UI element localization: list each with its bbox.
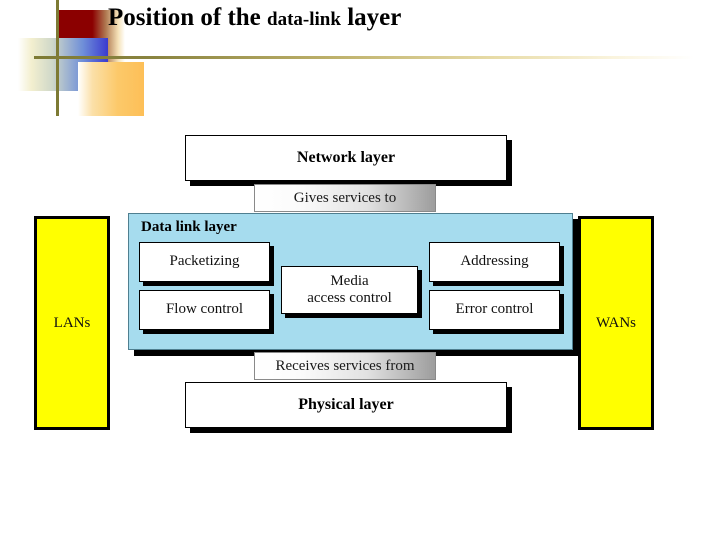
network-layer-box: Network layer [185, 135, 507, 181]
physical-layer-label: Physical layer [298, 396, 394, 413]
network-layer-label: Network layer [296, 149, 396, 166]
receives-services-from-box: Receives services from [254, 352, 436, 380]
gives-services-to-box: Gives services to [254, 184, 436, 212]
lans-label: LANs [53, 314, 91, 331]
function-label-media-access-control-line1: Media [330, 272, 369, 289]
function-box-addressing: Addressing [429, 242, 560, 282]
lans-box: LANs [34, 216, 110, 430]
function-box-packetizing: Packetizing [139, 242, 270, 282]
function-label-packetizing: Packetizing [169, 253, 240, 270]
function-label-media-access-control-line2: access control [307, 290, 392, 306]
function-box-error-control: Error control [429, 290, 560, 330]
page-title-tail: layer [340, 4, 402, 31]
gives-services-to-label: Gives services to [293, 189, 397, 206]
data-link-layer-label: Data link layer [141, 219, 237, 235]
function-box-media-access-control: Media access control [281, 266, 418, 314]
receives-services-from-label: Receives services from [275, 357, 415, 374]
horizontal-rule [34, 56, 694, 59]
wans-box: WANs [578, 216, 654, 430]
page-title: Position of the data-link layer [108, 4, 401, 32]
header-decoration [0, 0, 215, 116]
function-label-error-control: Error control [455, 301, 534, 318]
function-box-flow-control: Flow control [139, 290, 270, 330]
page-title-emphasis: data-link [267, 9, 341, 30]
page-title-main: Position of the [108, 4, 268, 31]
wans-label: WANs [596, 314, 636, 331]
function-label-addressing: Addressing [460, 253, 529, 270]
function-label-flow-control: Flow control [165, 301, 244, 318]
physical-layer-box: Physical layer [185, 382, 507, 428]
data-link-layer-panel: Data link layer Packetizing Flow control… [128, 213, 573, 350]
orange-gradient-square-icon [78, 62, 144, 116]
